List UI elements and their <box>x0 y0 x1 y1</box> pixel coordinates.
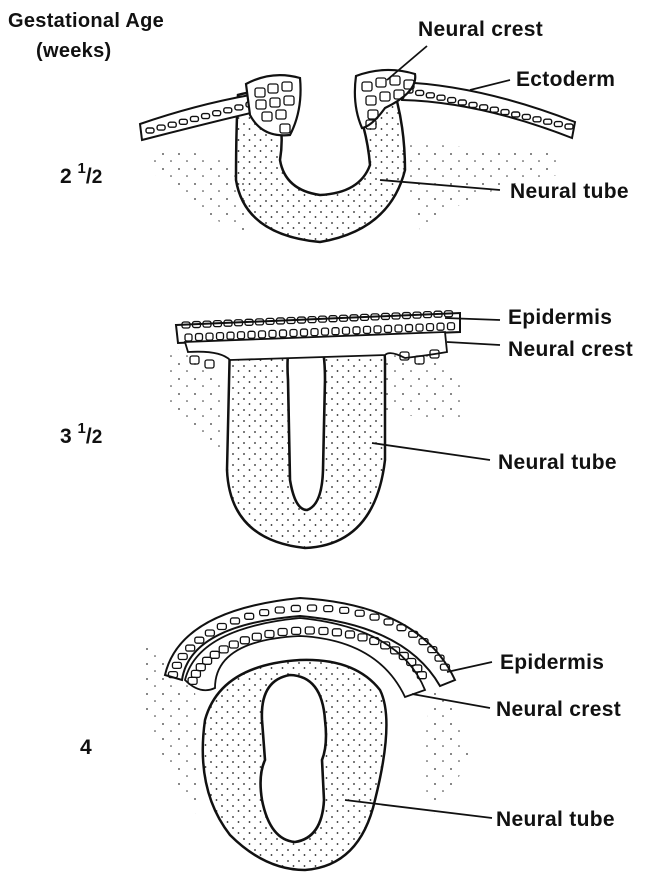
stage-2-leader-neural-tube <box>372 443 490 460</box>
stage-1-label-neural-tube: Neural tube <box>510 180 629 204</box>
stage-2-mesoderm <box>165 345 225 460</box>
stage-3-age: 4 <box>80 736 92 760</box>
stage-3-label-neural-tube: Neural tube <box>496 808 615 832</box>
stage-2-label-neural-crest: Neural crest <box>508 338 633 362</box>
stage-2-leader-neural-crest <box>447 342 500 345</box>
stage-1-label-ectoderm: Ectoderm <box>516 68 615 92</box>
stage-3-label-epidermis: Epidermis <box>500 651 604 675</box>
neural-crest-cell <box>205 360 214 368</box>
stage-3-leader-epidermis <box>447 662 492 672</box>
stage-3-drawing <box>140 598 492 870</box>
stage-2-drawing <box>165 311 500 548</box>
header-title: Gestational Age <box>8 10 164 33</box>
stage-1-leader-ectoderm <box>470 80 510 90</box>
stage-1-label-neural-crest: Neural crest <box>418 18 543 42</box>
stage-3-label-neural-crest: Neural crest <box>496 698 621 722</box>
stage-2-label-neural-tube: Neural tube <box>498 451 617 475</box>
stage-3-lumen <box>261 675 326 842</box>
stage-2-label-epidermis: Epidermis <box>508 306 612 330</box>
header-units: (weeks) <box>36 40 111 63</box>
stage-2-age: 3 1/2 <box>60 420 102 449</box>
stage-1-drawing <box>140 46 575 242</box>
stage-1-age: 2 1/2 <box>60 160 102 189</box>
